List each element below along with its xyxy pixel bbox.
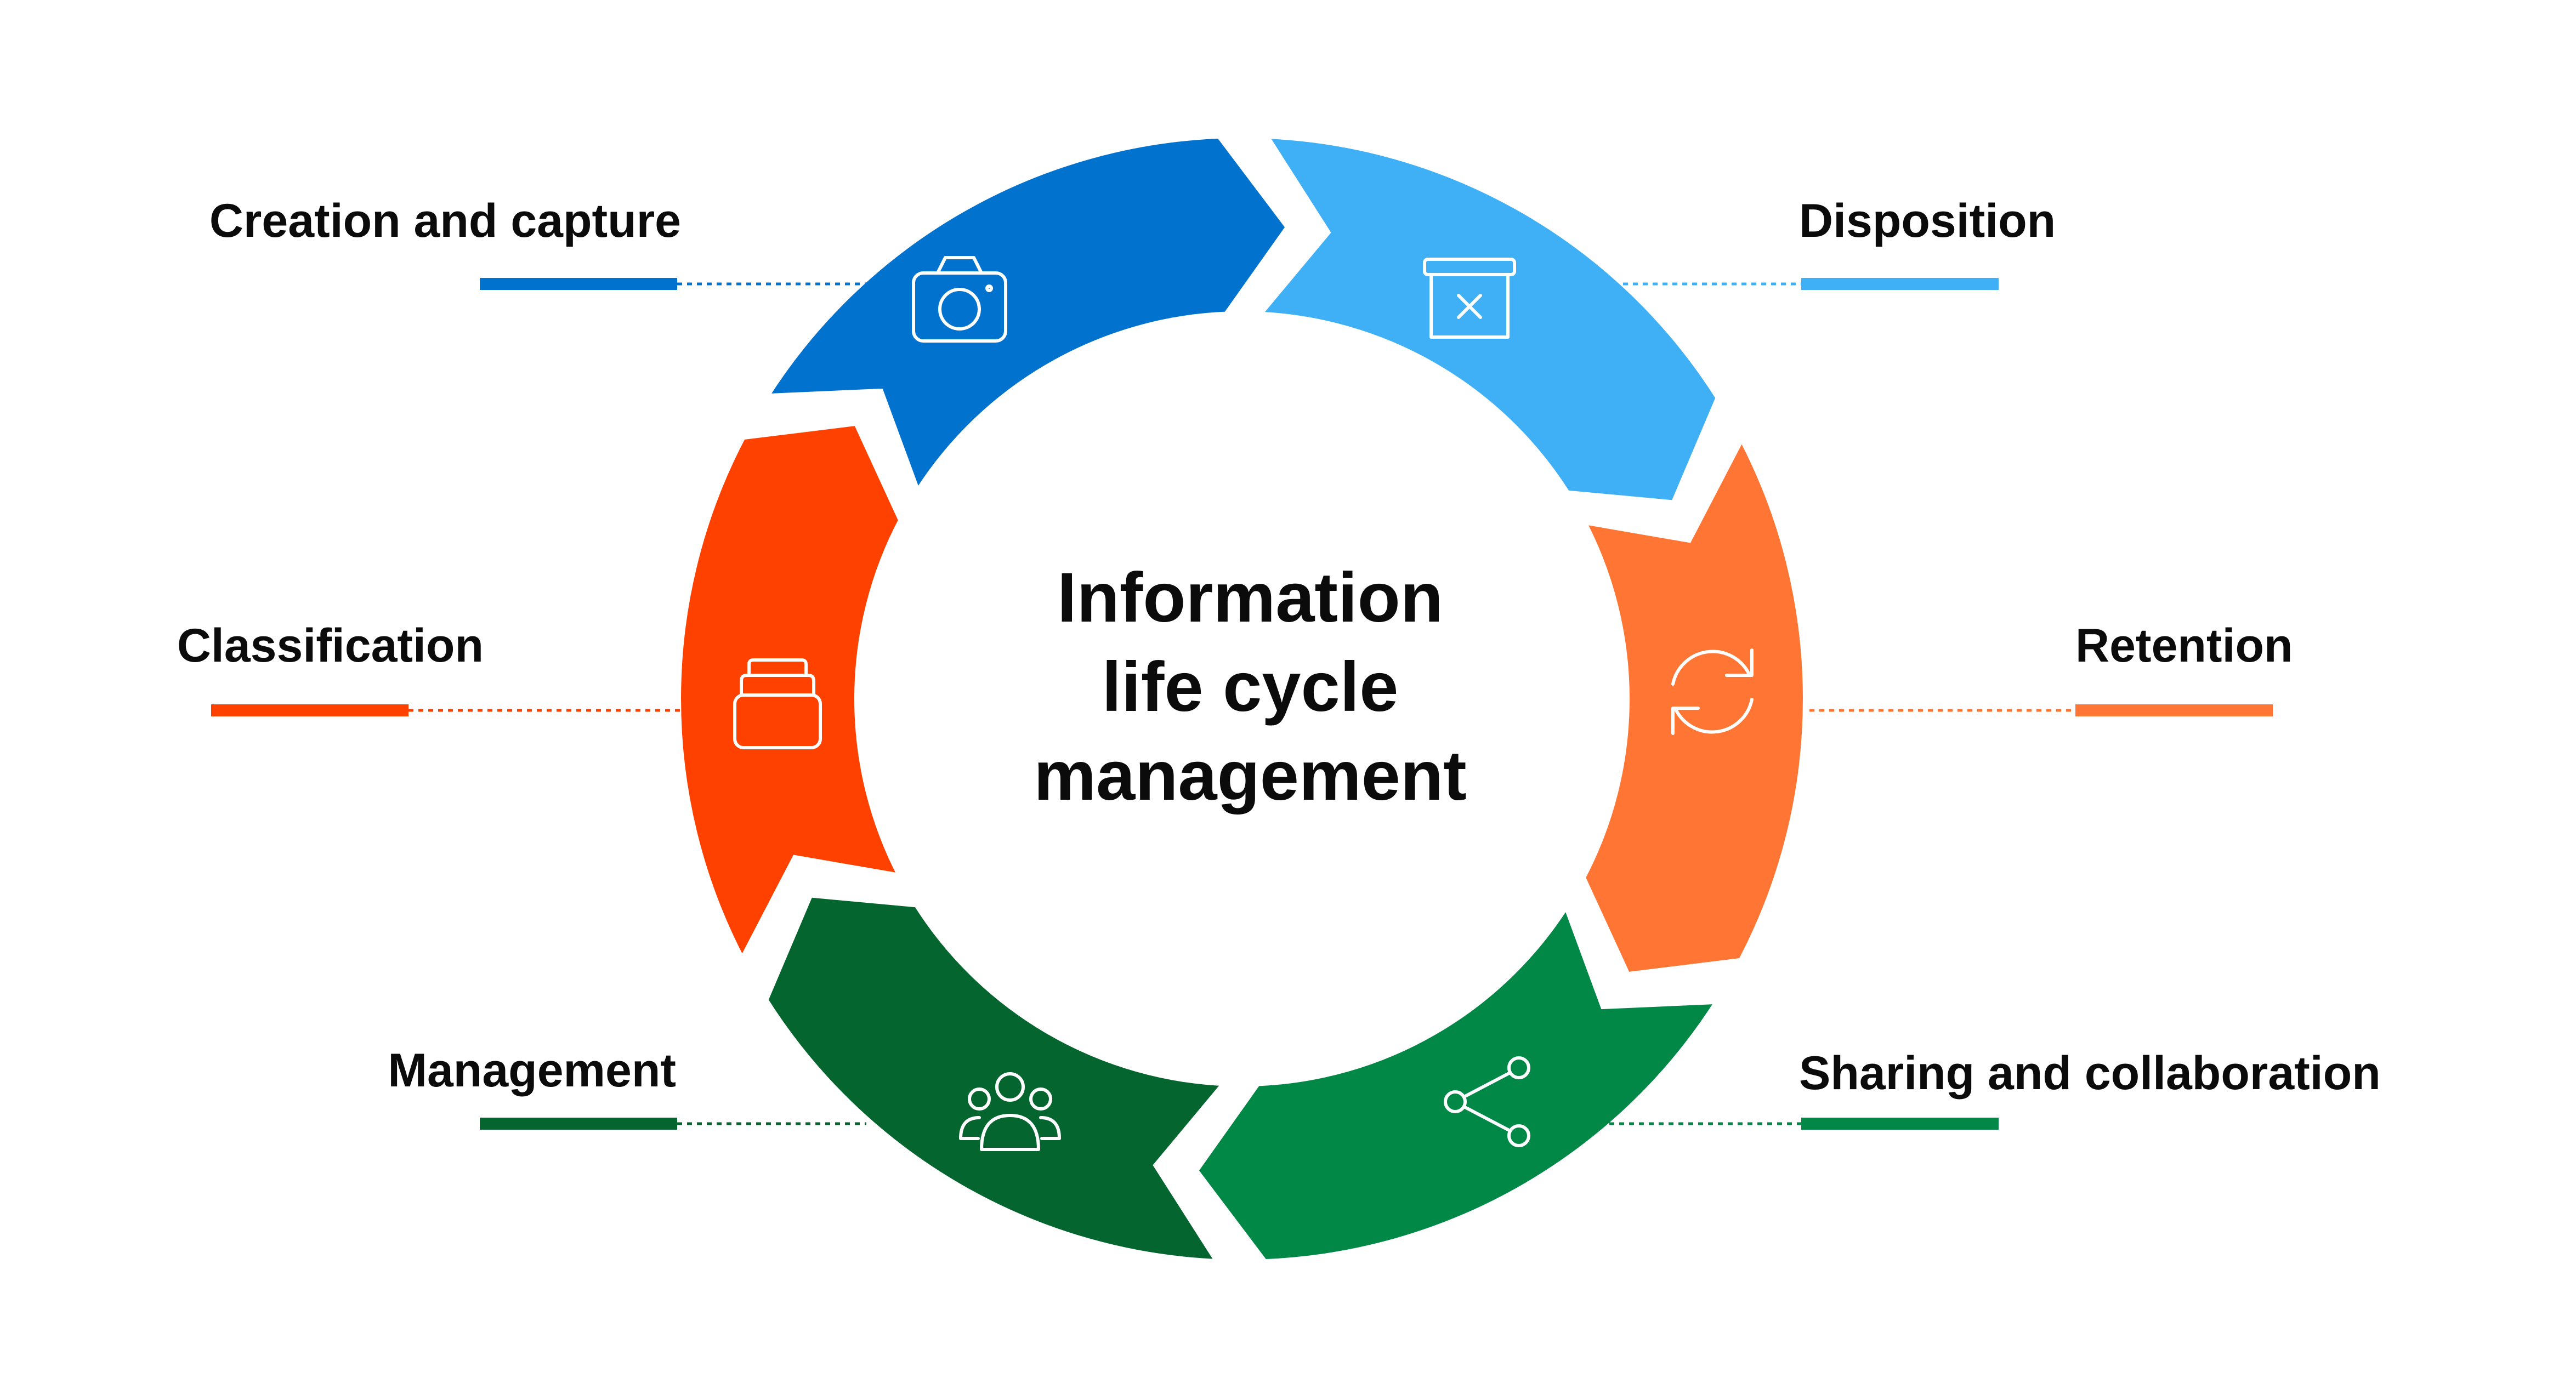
label-classification: Classification bbox=[177, 619, 484, 672]
share-icon bbox=[1444, 1056, 1530, 1147]
label-retention: Retention bbox=[2075, 619, 2293, 672]
segment-sharing bbox=[1189, 895, 1727, 1267]
label-management: Management bbox=[388, 1044, 676, 1097]
title-line-2: life cycle bbox=[1102, 647, 1399, 726]
label-disposition: Disposition bbox=[1799, 195, 2056, 247]
trash-bin-icon bbox=[1423, 258, 1516, 339]
title-line-1: Information bbox=[1057, 559, 1443, 637]
segment-management bbox=[760, 889, 1235, 1267]
segment-creation bbox=[757, 130, 1295, 503]
refresh-icon bbox=[1671, 648, 1754, 735]
camera-icon bbox=[912, 256, 1007, 343]
label-creation-and-capture: Creation and capture bbox=[209, 195, 681, 247]
segment-retention bbox=[1574, 428, 1811, 980]
title-line-3: management bbox=[1034, 737, 1467, 816]
folder-stack-icon bbox=[733, 658, 822, 749]
segment-classification bbox=[673, 418, 910, 970]
people-group-icon bbox=[959, 1072, 1061, 1151]
label-sharing-and-collaboration: Sharing and collaboration bbox=[1799, 1047, 2381, 1100]
segment-disposition bbox=[1249, 130, 1724, 509]
diagram-title: Information life cycle management bbox=[965, 554, 1535, 821]
